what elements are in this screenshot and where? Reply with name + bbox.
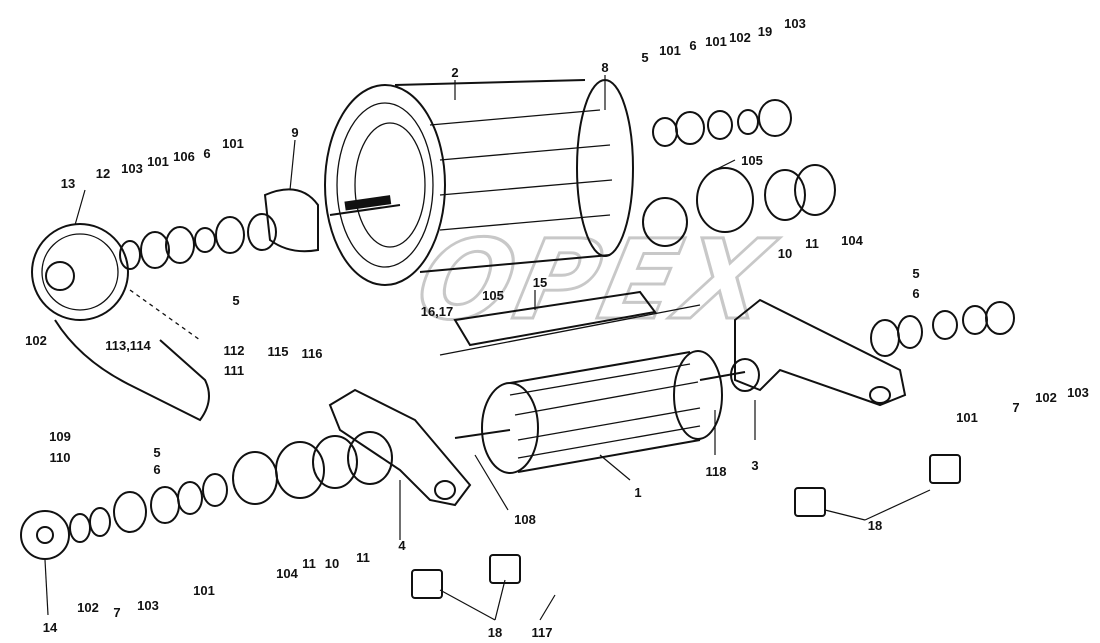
upper-right-bearing-stack <box>642 99 836 247</box>
label-7: 7 <box>1012 400 1019 415</box>
label-102: 102 <box>77 600 99 615</box>
label-10: 10 <box>325 556 339 571</box>
label-13: 13 <box>61 176 75 191</box>
label-110: 110 <box>50 450 71 465</box>
label-16-17: 16,17 <box>421 304 454 319</box>
chain <box>54 289 210 422</box>
label-104: 104 <box>276 566 298 581</box>
label-102: 102 <box>1035 390 1057 405</box>
label-104: 104 <box>841 233 863 248</box>
label-5: 5 <box>912 266 919 281</box>
label-5: 5 <box>153 445 160 460</box>
label-117: 117 <box>532 625 553 640</box>
label-11: 11 <box>356 550 370 565</box>
label-6: 6 <box>689 38 696 53</box>
label-18: 18 <box>868 518 882 533</box>
label-15: 15 <box>533 275 547 290</box>
label-103: 103 <box>784 16 806 31</box>
label-8: 8 <box>601 60 608 75</box>
label-6: 6 <box>912 286 919 301</box>
label-109: 109 <box>49 429 71 444</box>
label-101: 101 <box>193 583 215 598</box>
label-6: 6 <box>203 146 210 161</box>
middle-bar <box>439 290 701 356</box>
label-4: 4 <box>398 538 406 553</box>
label-7: 7 <box>113 605 120 620</box>
left-arm <box>328 388 472 507</box>
label-12: 12 <box>96 166 110 181</box>
label-11: 11 <box>302 556 316 571</box>
block-18-set <box>411 454 961 599</box>
label-116: 116 <box>302 346 323 361</box>
lower-drum <box>454 350 746 474</box>
label-6: 6 <box>153 462 160 477</box>
label-10: 10 <box>778 246 792 261</box>
label-101: 101 <box>659 43 681 58</box>
leader-lines <box>44 75 931 621</box>
label-103: 103 <box>121 161 143 176</box>
label-101: 101 <box>705 34 727 49</box>
label-105: 105 <box>741 153 763 168</box>
right-arm <box>730 298 907 407</box>
label-118: 118 <box>706 464 727 479</box>
label-101: 101 <box>147 154 169 169</box>
label-101: 101 <box>222 136 244 151</box>
label-9: 9 <box>291 125 298 140</box>
sprocket-13 <box>31 223 129 321</box>
label-113-114: 113,114 <box>105 338 151 353</box>
label-111: 111 <box>224 363 244 378</box>
label-3: 3 <box>751 458 758 473</box>
lower-left-stack <box>20 431 393 560</box>
label-5: 5 <box>641 50 648 65</box>
label-103: 103 <box>137 598 159 613</box>
label-14: 14 <box>43 620 58 635</box>
callout-labels: 2 8 5 101 6 101 102 19 103 9 105 13 12 1… <box>25 16 1089 640</box>
label-2: 2 <box>451 65 458 80</box>
label-112: 112 <box>224 343 245 358</box>
label-105: 105 <box>482 288 504 303</box>
left-bearing-stack <box>119 188 319 270</box>
label-101: 101 <box>956 410 978 425</box>
label-108: 108 <box>514 512 536 527</box>
label-11: 11 <box>805 236 819 251</box>
label-115: 115 <box>268 344 289 359</box>
label-102: 102 <box>25 333 47 348</box>
label-18: 18 <box>488 625 502 640</box>
label-5: 5 <box>232 293 239 308</box>
label-19: 19 <box>758 24 772 39</box>
label-1: 1 <box>634 485 641 500</box>
label-103: 103 <box>1067 385 1089 400</box>
label-102: 102 <box>729 30 751 45</box>
label-106: 106 <box>173 149 195 164</box>
right-bearing-stack <box>870 301 1015 357</box>
